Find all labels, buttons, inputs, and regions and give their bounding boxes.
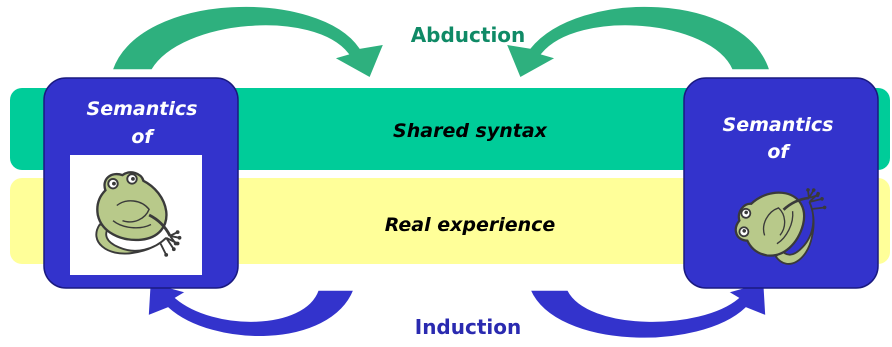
induction-arrow-right (528, 281, 767, 340)
induction-arrow-left (147, 281, 356, 338)
abduction-arrow-left (110, 5, 386, 80)
shared-syntax-label: Shared syntax (393, 120, 548, 142)
left-box-title-line2: of (131, 126, 155, 148)
induction-label: Induction (415, 315, 521, 339)
left-box-title-line1: Semantics (87, 98, 198, 120)
real-experience-label: Real experience (385, 214, 556, 236)
left-semantics-box: Semantics of (43, 77, 239, 289)
abduction-label: Abduction (411, 23, 526, 47)
abduction-arrow-right (504, 5, 772, 80)
right-box-title-line1: Semantics (723, 114, 834, 136)
right-semantics-box: Semantics of (683, 77, 879, 289)
right-box-title-line2: of (767, 141, 791, 163)
